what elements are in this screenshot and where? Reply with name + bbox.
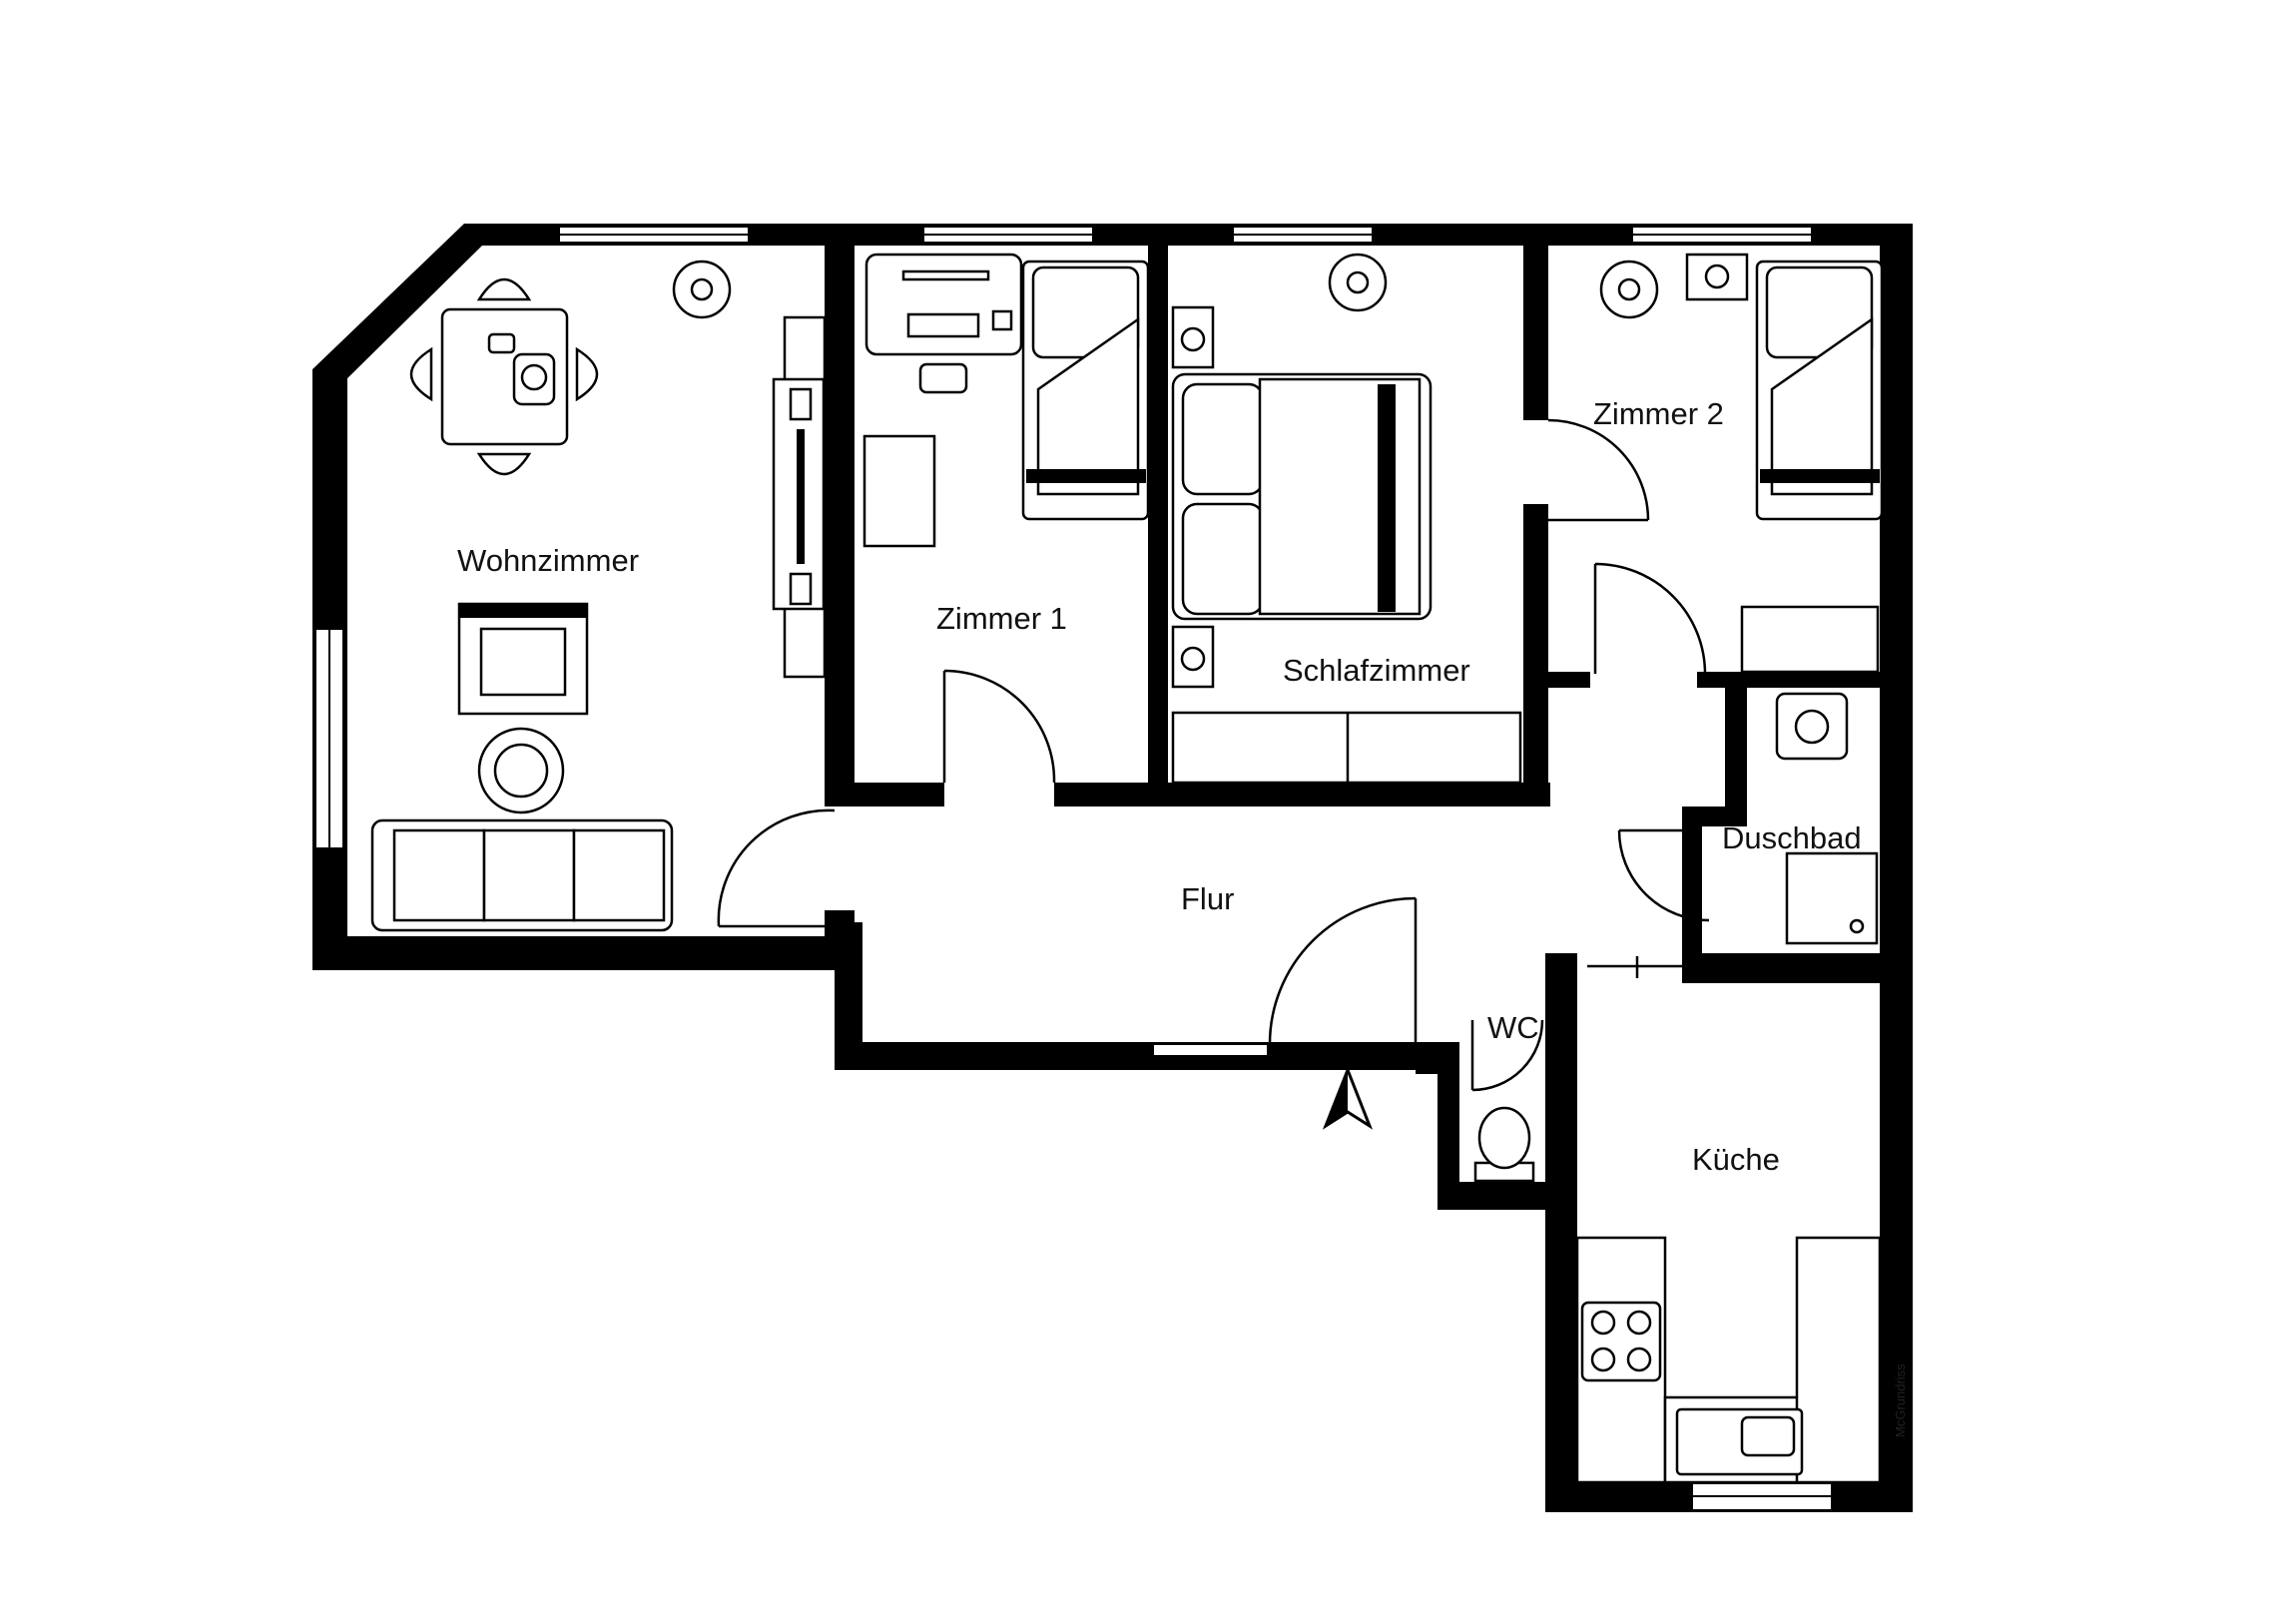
sink-icon xyxy=(1675,1407,1804,1476)
nightstand xyxy=(1171,625,1215,689)
stove-icon xyxy=(1580,1301,1662,1382)
plant-icon xyxy=(1328,253,1388,312)
desk xyxy=(864,253,1023,394)
inner-walls xyxy=(825,246,1880,1062)
tv-unit xyxy=(772,315,827,679)
room-label-wohnzimmer: Wohnzimmer xyxy=(457,543,639,578)
plant-icon xyxy=(1599,260,1659,319)
bed-icon xyxy=(1021,260,1150,521)
bed-icon xyxy=(1171,372,1433,621)
north-arrow-icon xyxy=(1322,1065,1374,1130)
dresser xyxy=(862,434,936,548)
plant-icon xyxy=(672,260,732,319)
room-label-kueche: Küche xyxy=(1692,1142,1780,1177)
wardrobe xyxy=(1171,711,1522,785)
room-label-wc: WC xyxy=(1487,1010,1539,1045)
sofa-icon xyxy=(370,818,674,932)
toilet-icon xyxy=(1473,1106,1535,1183)
watermark: McGrundriss xyxy=(1893,1363,1908,1437)
dresser xyxy=(1740,605,1880,674)
room-label-zimmer1: Zimmer 1 xyxy=(936,601,1067,636)
room-label-duschbad: Duschbad xyxy=(1722,820,1862,855)
sink-icon xyxy=(1775,692,1849,761)
armchair xyxy=(457,602,589,716)
doors xyxy=(717,418,1710,1092)
side-table xyxy=(477,727,565,814)
bed-icon xyxy=(1755,260,1884,521)
nightstand xyxy=(1171,305,1215,369)
windows xyxy=(314,226,1833,1511)
room-label-schlafzimmer: Schlafzimmer xyxy=(1283,653,1470,688)
shower-tray xyxy=(1785,851,1879,945)
room-label-zimmer2: Zimmer 2 xyxy=(1593,396,1724,431)
nightstand xyxy=(1685,253,1749,301)
room-label-flur: Flur xyxy=(1181,881,1234,916)
dining-table xyxy=(409,277,599,476)
